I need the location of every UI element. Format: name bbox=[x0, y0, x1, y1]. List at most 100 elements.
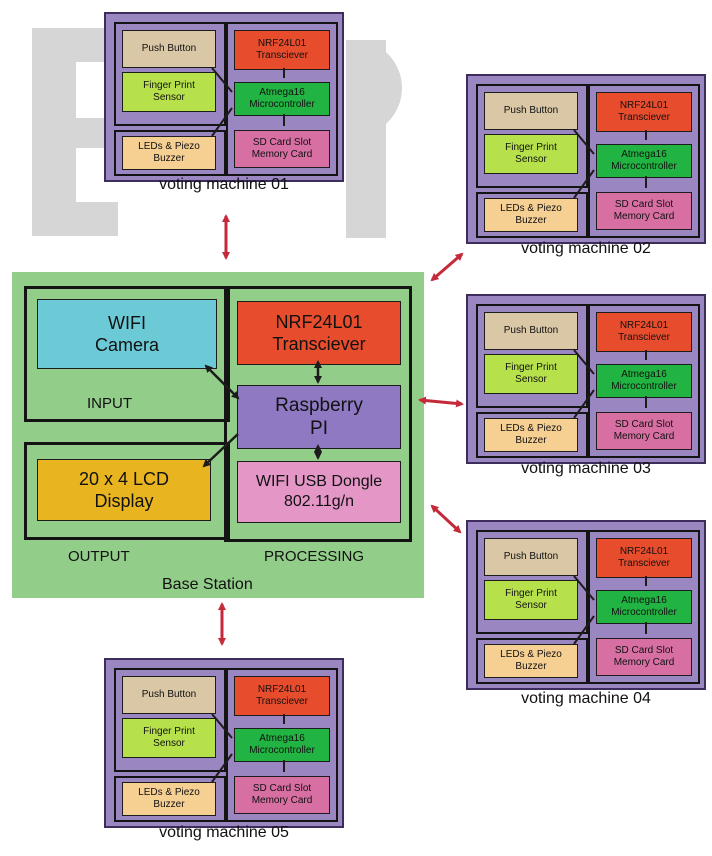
nrf-block: NRF24L01 Transciever bbox=[596, 538, 692, 578]
sd-card-block-label: SD Card Slot Memory Card bbox=[613, 645, 675, 668]
arrow-machine-02 bbox=[430, 252, 464, 282]
finger-print-block: Finger Print Sensor bbox=[484, 134, 578, 174]
nrf-block-label: NRF24L01 Transciever bbox=[618, 546, 670, 569]
leds-buzzer-block-label: LEDs & Piezo Buzzer bbox=[138, 787, 200, 810]
leds-buzzer-block: LEDs & Piezo Buzzer bbox=[484, 418, 578, 452]
finger-print-block-label: Finger Print Sensor bbox=[505, 588, 557, 611]
output-group: LEDs & Piezo Buzzer bbox=[114, 130, 226, 176]
leds-buzzer-block: LEDs & Piezo Buzzer bbox=[484, 644, 578, 678]
arrow-machine-03 bbox=[418, 396, 464, 408]
machine-arrow bbox=[573, 615, 595, 645]
voting-machine-label: voting machine 04 bbox=[521, 690, 651, 707]
machine-arrows bbox=[573, 575, 647, 645]
raspberry-pi-block: Raspberry PI bbox=[237, 385, 401, 449]
wifi-dongle-label: WIFI USB Dongle 802.11g/n bbox=[255, 473, 383, 510]
machine-arrow bbox=[573, 129, 595, 155]
watermark-letter-e-top bbox=[32, 28, 118, 62]
machine-arrows bbox=[211, 713, 285, 783]
finger-print-block-label: Finger Print Sensor bbox=[505, 362, 557, 385]
machine-arrow bbox=[573, 575, 595, 601]
nrf-block-label: NRF24L01 Transciever bbox=[256, 38, 308, 61]
voting-machine-label: voting machine 02 bbox=[521, 240, 651, 257]
push-button-block: Push Button bbox=[484, 92, 578, 130]
nrf-block-label: NRF24L01 Transciever bbox=[256, 684, 308, 707]
voting-machine-label: voting machine 01 bbox=[159, 176, 289, 193]
output-group: LEDs & Piezo Buzzer bbox=[114, 776, 226, 822]
finger-print-block-label: Finger Print Sensor bbox=[505, 142, 557, 165]
output-label: OUTPUT bbox=[68, 548, 130, 565]
nrf-block: NRF24L01 Transciever bbox=[596, 312, 692, 352]
push-button-block-label: Push Button bbox=[503, 105, 559, 116]
leds-buzzer-block-label: LEDs & Piezo Buzzer bbox=[500, 649, 562, 672]
nrf-block-label: NRF24L01 Transciever bbox=[618, 100, 670, 123]
leds-buzzer-block: LEDs & Piezo Buzzer bbox=[484, 198, 578, 232]
processing-label: PROCESSING bbox=[264, 548, 365, 565]
processing-group: NRF24L01 Transciever Raspberry PI WIFI U… bbox=[224, 286, 412, 542]
leds-buzzer-block-label: LEDs & Piezo Buzzer bbox=[138, 141, 200, 164]
nrf-block: NRF24L01 Transciever bbox=[234, 676, 330, 716]
machine-arrow bbox=[573, 169, 595, 199]
leds-buzzer-block: LEDs & Piezo Buzzer bbox=[122, 782, 216, 816]
output-group: LEDs & Piezo Buzzer bbox=[476, 192, 588, 238]
input-label: INPUT bbox=[87, 395, 132, 412]
push-button-block-label: Push Button bbox=[141, 43, 197, 54]
arrow-pi-lcd bbox=[202, 433, 239, 468]
nrf-block-label: NRF24L01 Transciever bbox=[618, 320, 670, 343]
output-group: LEDs & Piezo Buzzer bbox=[476, 412, 588, 458]
atmega-block-label: Atmega16 Microcontroller bbox=[611, 595, 677, 618]
machine-arrow bbox=[211, 107, 233, 137]
watermark-letter-e-mid bbox=[32, 118, 106, 148]
leds-buzzer-block: LEDs & Piezo Buzzer bbox=[122, 136, 216, 170]
sd-card-block-label: SD Card Slot Memory Card bbox=[613, 419, 675, 442]
atmega-block: Atmega16 Microcontroller bbox=[596, 590, 692, 624]
sd-card-block: SD Card Slot Memory Card bbox=[596, 412, 692, 450]
leds-buzzer-block-label: LEDs & Piezo Buzzer bbox=[500, 203, 562, 226]
base-nrf-label: NRF24L01 Transciever bbox=[272, 312, 366, 354]
voting-machine-label: voting machine 03 bbox=[521, 460, 651, 477]
push-button-block: Push Button bbox=[122, 30, 216, 68]
output-group: 20 x 4 LCD Display bbox=[24, 442, 230, 540]
push-button-block: Push Button bbox=[122, 676, 216, 714]
finger-print-block: Finger Print Sensor bbox=[484, 580, 578, 620]
atmega-block: Atmega16 Microcontroller bbox=[596, 364, 692, 398]
push-button-block-label: Push Button bbox=[141, 689, 197, 700]
machine-arrow bbox=[573, 389, 595, 419]
wifi-camera-label: WIFI Camera bbox=[94, 313, 160, 355]
finger-print-block: Finger Print Sensor bbox=[122, 72, 216, 112]
atmega-block-label: Atmega16 Microcontroller bbox=[611, 149, 677, 172]
sd-card-block: SD Card Slot Memory Card bbox=[596, 638, 692, 676]
raspberry-pi-label: Raspberry PI bbox=[275, 395, 363, 439]
leds-buzzer-block-label: LEDs & Piezo Buzzer bbox=[500, 423, 562, 446]
sd-card-block-label: SD Card Slot Memory Card bbox=[613, 199, 675, 222]
sd-card-block: SD Card Slot Memory Card bbox=[596, 192, 692, 230]
atmega-block: Atmega16 Microcontroller bbox=[596, 144, 692, 178]
atmega-block-label: Atmega16 Microcontroller bbox=[249, 87, 315, 110]
lcd-display-label: 20 x 4 LCD Display bbox=[78, 469, 170, 511]
sd-card-block-label: SD Card Slot Memory Card bbox=[251, 783, 313, 806]
base-nrf-block: NRF24L01 Transciever bbox=[237, 301, 401, 365]
push-button-block: Push Button bbox=[484, 312, 578, 350]
finger-print-block-label: Finger Print Sensor bbox=[143, 726, 195, 749]
voting-machine-label: voting machine 05 bbox=[159, 824, 289, 841]
machine-arrow bbox=[211, 713, 233, 739]
machine-arrow bbox=[573, 349, 595, 375]
machine-arrow bbox=[211, 753, 233, 783]
wifi-dongle-block: WIFI USB Dongle 802.11g/n bbox=[237, 461, 401, 523]
push-button-block-label: Push Button bbox=[503, 325, 559, 336]
nrf-block: NRF24L01 Transciever bbox=[234, 30, 330, 70]
arrow-camera-pi bbox=[204, 364, 240, 400]
finger-print-block: Finger Print Sensor bbox=[122, 718, 216, 758]
